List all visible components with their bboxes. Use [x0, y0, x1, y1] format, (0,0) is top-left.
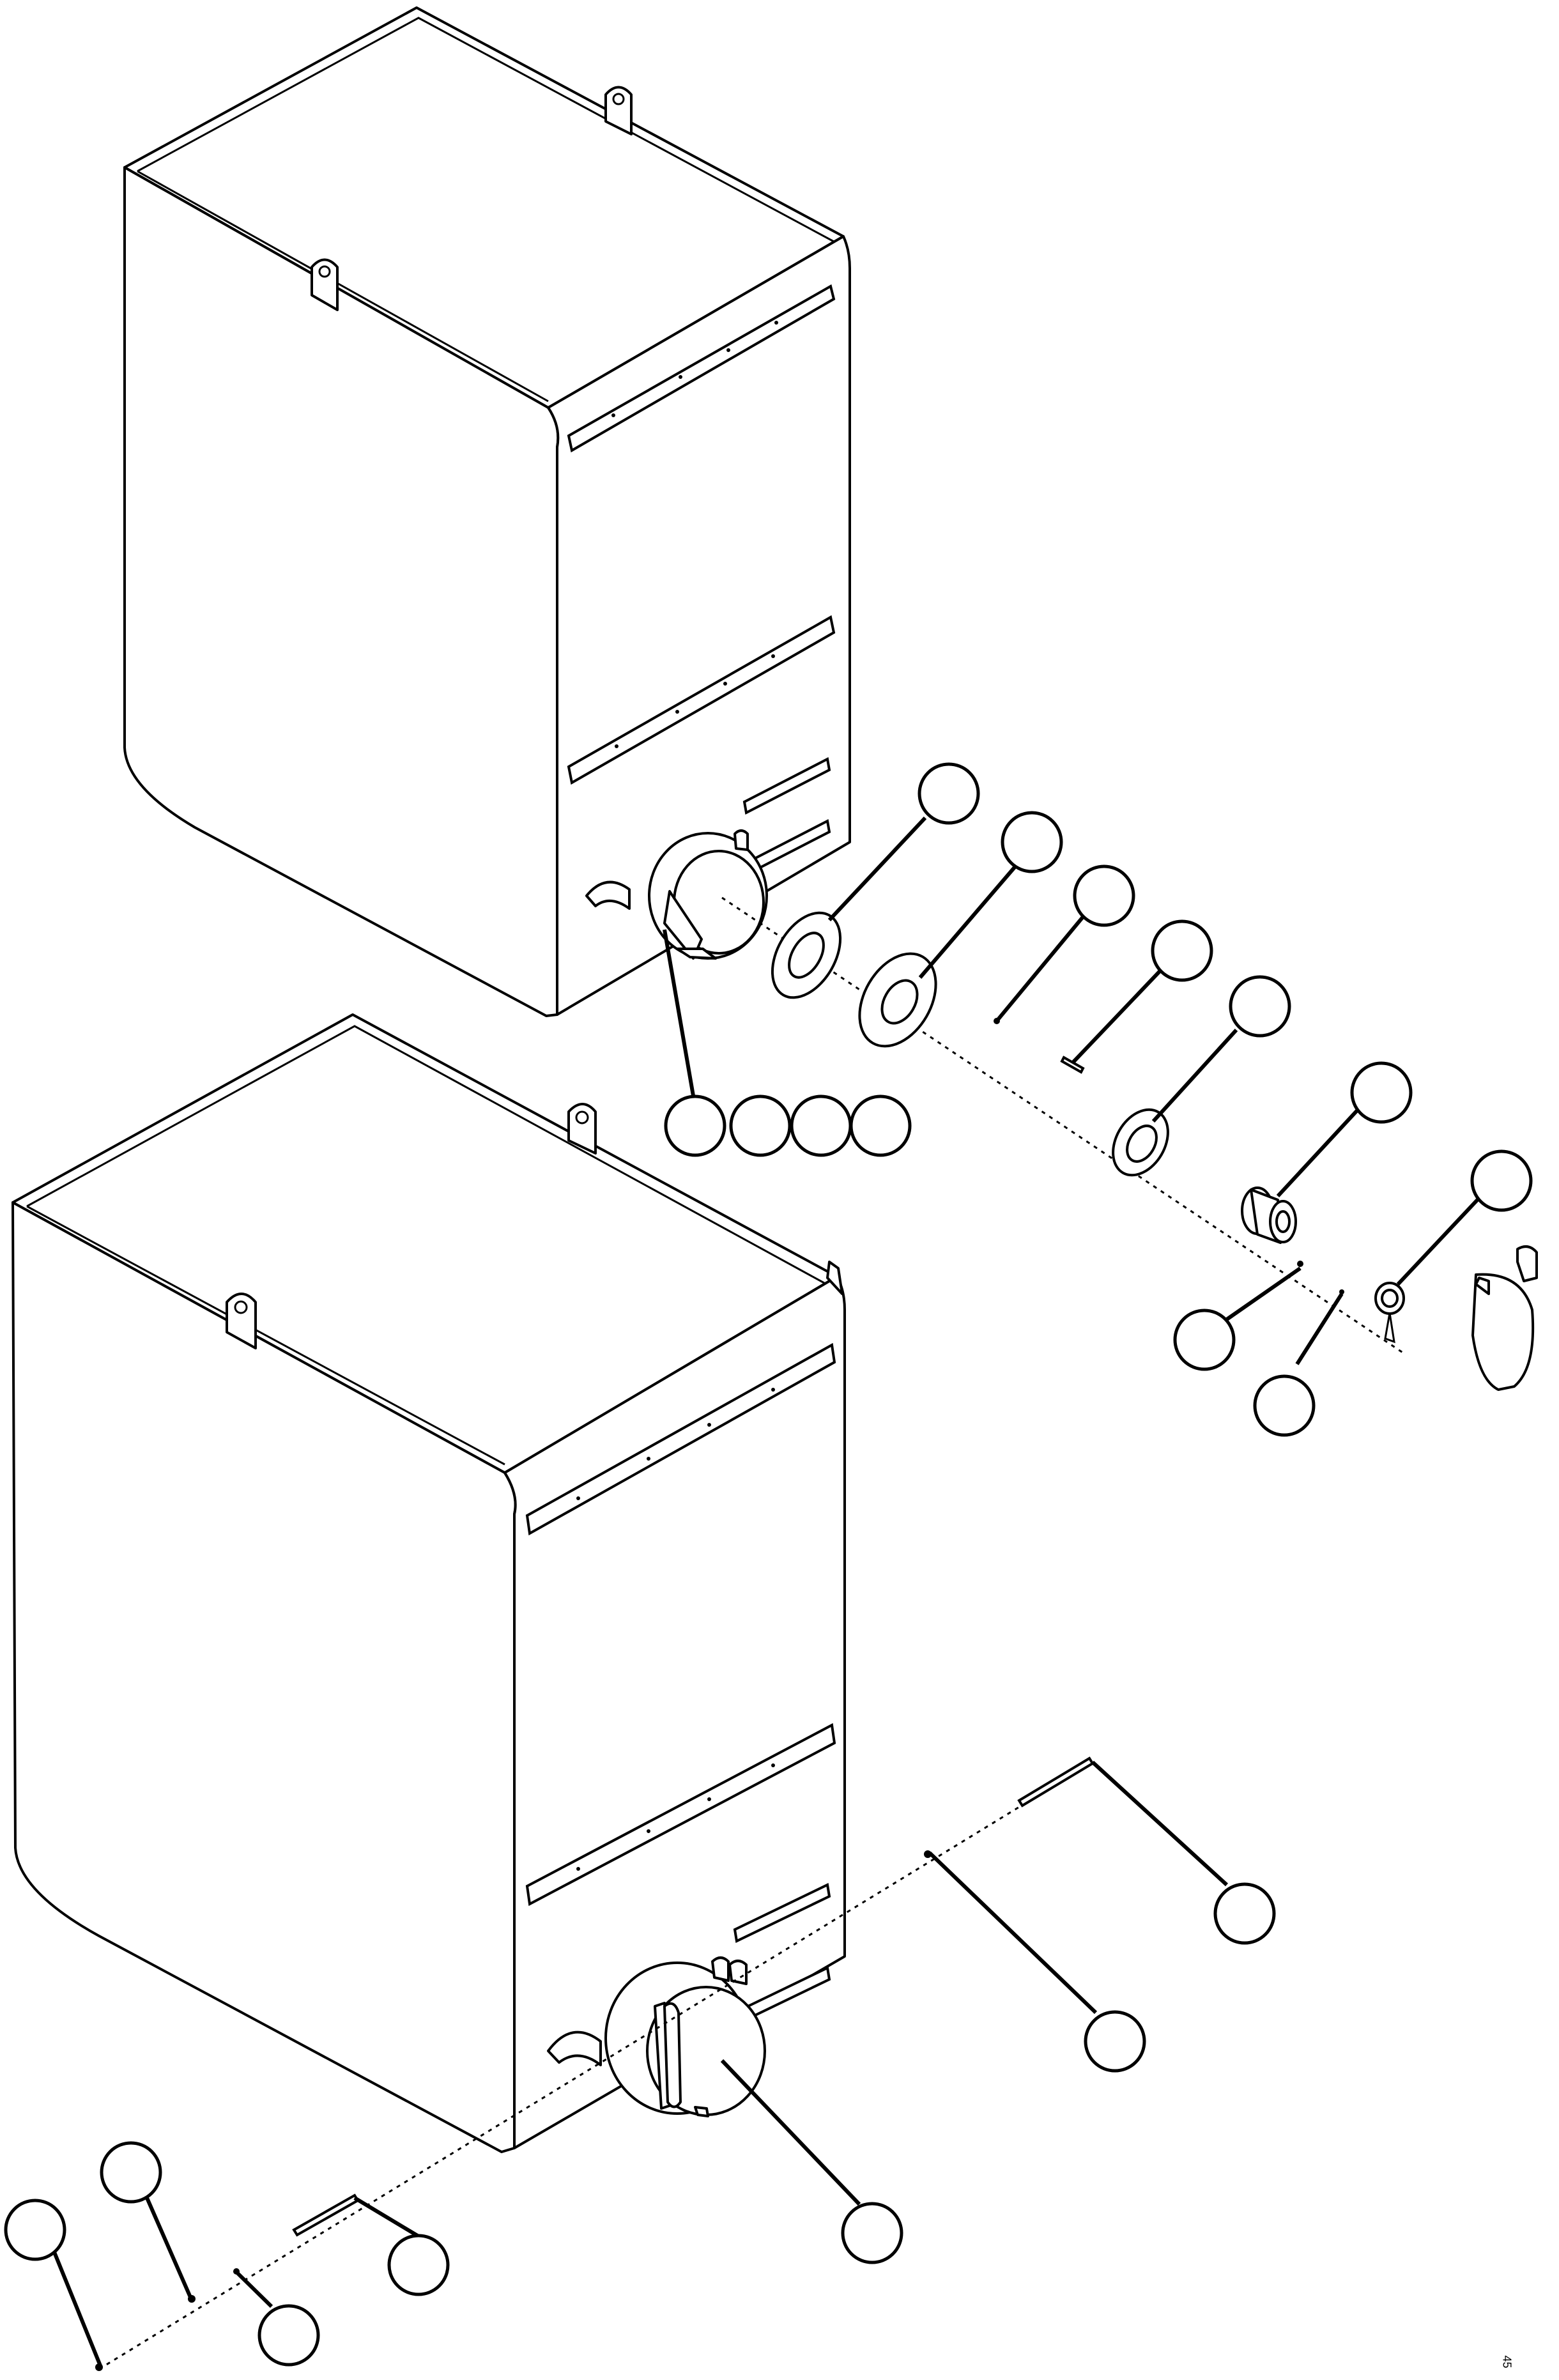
callout-balloon [1213, 1882, 1276, 1945]
lower-rod-left [292, 2193, 360, 2237]
upper-ring [1112, 1108, 1169, 1177]
callout-balloon [1350, 1061, 1413, 1124]
lower-rod-right [1017, 1756, 1094, 1808]
lower-rail-3 [733, 1883, 831, 1943]
lower-lifting-lug-right [567, 1103, 597, 1155]
lower-tank [12, 1013, 846, 2153]
callout-balloon [1229, 975, 1291, 1038]
callout-balloon [1151, 919, 1213, 982]
callout-balloon [729, 1094, 792, 1157]
upper-adapter [1241, 1186, 1297, 1244]
upper-gasket [771, 911, 842, 999]
lower-lifting-lug-left [226, 1293, 257, 1349]
upper-screw [1060, 1056, 1085, 1074]
upper-cap [1374, 1282, 1405, 1344]
leader-lines [52, 816, 1481, 2368]
callout-balloon [100, 2141, 162, 2204]
upper-hose-bracket [585, 880, 631, 910]
upper-flange [858, 952, 937, 1048]
upper-tank [123, 6, 851, 1017]
lower-rail-2 [525, 1723, 836, 1907]
upper-rail-3 [742, 756, 831, 815]
callout-balloon [1253, 1374, 1316, 1437]
callout-balloons [4, 762, 1533, 2367]
upper-lifting-lug-left [311, 258, 339, 311]
lower-rail-1 [525, 1342, 836, 1536]
upper-explode-line [721, 896, 1406, 1356]
callout-balloon [1073, 864, 1135, 927]
callout-balloon [849, 1094, 912, 1157]
callout-balloon [1470, 1149, 1533, 1212]
callout-balloon [1084, 2010, 1146, 2073]
callout-balloon [841, 2202, 903, 2264]
lower-washer-right [924, 1850, 932, 1858]
upper-filler-neck [648, 829, 768, 960]
callout-balloon [1001, 811, 1063, 873]
callout-balloon [257, 2304, 320, 2367]
callout-balloon [790, 1094, 852, 1157]
upper-cover-plate [1471, 1245, 1538, 1391]
upper-rail-2 [567, 615, 836, 785]
upper-lifting-lug-right [604, 86, 633, 135]
upper-rail-1 [567, 284, 836, 453]
callout-balloon [918, 762, 980, 825]
lower-hose-bracket [547, 2031, 602, 2066]
callout-balloon [1173, 1309, 1236, 1371]
lower-filler-cap-assembly [604, 1956, 766, 2117]
callout-balloon [387, 2234, 450, 2296]
callout-balloon [664, 1094, 726, 1157]
upper-nut [1297, 1261, 1303, 1267]
figure-reference-code: 45 [1500, 2355, 1514, 2368]
callout-balloon [4, 2199, 66, 2261]
lower-explode-line [98, 1761, 1093, 2370]
